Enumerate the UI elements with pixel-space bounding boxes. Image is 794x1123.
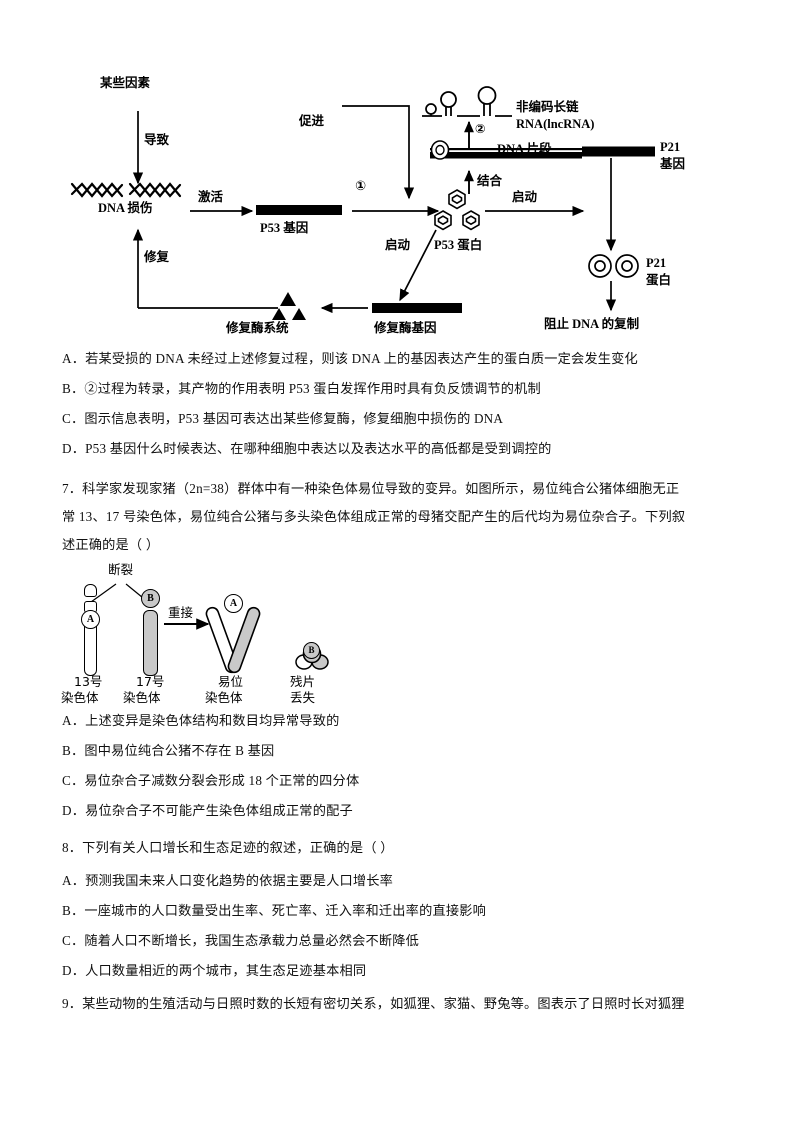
- caption-chr17-line2: 染色体: [123, 690, 161, 705]
- label-break: 断裂: [108, 562, 134, 577]
- label-p21-gene-line1: P21: [660, 140, 681, 154]
- q8-option-b: B．一座城市的人口数量受出生率、死亡率、迁入率和迁出率的直接影响: [62, 903, 487, 918]
- q7-stem-line-3: 述正确的是（ ）: [62, 537, 160, 552]
- label-rejoin: 重接: [168, 605, 194, 620]
- label-lncrna-line1: 非编码长链: [516, 100, 579, 114]
- label-block-replication: 阻止 DNA 的复制: [544, 317, 640, 331]
- label-p53-protein: P53 蛋白: [434, 238, 483, 252]
- q6-option-b: B．②过程为转录，其产物的作用表明 P53 蛋白发挥作用时具有负反馈调节的机制: [62, 381, 541, 396]
- chr17-body: [143, 610, 158, 676]
- label-p21-protein-line1: P21: [646, 256, 667, 270]
- q8-option-c: C．随着人口不断增长，我国生态承载力总量必然会不断降低: [62, 933, 420, 948]
- q8-option-d: D．人口数量相近的两个城市，其生态足迹基本相同: [62, 963, 367, 978]
- q7-stem-line-1: 7．科学家发现家猪（2n=38）群体中有一种染色体易位导致的变异。如图所示，易位…: [62, 481, 680, 496]
- label-some-factors: 某些因素: [100, 75, 151, 90]
- label-bind: 结合: [477, 173, 503, 188]
- caption-translocated-line1: 易位: [218, 674, 244, 689]
- gene-a-marker: A: [81, 610, 100, 629]
- q8-option-a: A．预测我国未来人口变化趋势的依据主要是人口增长率: [62, 873, 394, 888]
- label-step-2: ②: [475, 121, 486, 136]
- q7-option-c: C．易位杂合子减数分裂会形成 18 个正常的四分体: [62, 773, 360, 788]
- caption-translocated-line2: 染色体: [205, 690, 243, 705]
- caption-chr13-line2: 染色体: [61, 690, 99, 705]
- label-p21-gene-line2: 基因: [660, 157, 686, 171]
- label-p21-protein-line2: 蛋白: [646, 273, 672, 287]
- label-activate: 激活: [198, 189, 224, 204]
- caption-fragment-lost-line2: 丢失: [290, 690, 316, 705]
- caption-chr13-line1: 13号: [74, 674, 103, 689]
- label-causes: 导致: [144, 132, 170, 147]
- chromosome-translocation-graphics: [90, 583, 329, 674]
- label-start-right: 启动: [512, 189, 538, 204]
- label-dna-damage: DNA 损伤: [98, 201, 153, 215]
- p53-pathway-graphics: [70, 86, 655, 320]
- chr13-broken-fragment: [84, 584, 97, 597]
- q7-option-a: A．上述变异是染色体结构和数目均异常导致的: [62, 713, 340, 728]
- chromosome-translocation-figure: A B A B 断裂 重接 13号 染色体 17号 染色体 易位 染色体 残片 …: [60, 562, 370, 707]
- label-p53-gene: P53 基因: [260, 221, 309, 235]
- translocated-gene-a-marker: A: [224, 594, 243, 613]
- label-promote: 促进: [299, 113, 325, 128]
- q6-option-a: A．若某受损的 DNA 未经过上述修复过程，则该 DNA 上的基因表达产生的蛋白…: [62, 351, 638, 366]
- q7-option-d: D．易位杂合子不可能产生染色体组成正常的配子: [62, 803, 353, 818]
- label-repair-enzyme-gene: 修复酶基因: [374, 321, 437, 335]
- p53-pathway-figure: 某些因素 导致 DNA 损伤 修复 激活 P53 基因 ① ② 促进 非编码长链…: [60, 75, 735, 340]
- fragment-gene-b-marker: B: [303, 642, 320, 659]
- label-step-1: ①: [355, 179, 367, 194]
- label-start-left: 启动: [385, 237, 411, 252]
- label-lncrna-line2: RNA(lncRNA): [516, 117, 595, 131]
- q6-option-c: C．图示信息表明，P53 基因可表达出某些修复酶，修复细胞中损伤的 DNA: [62, 411, 504, 426]
- gene-b-marker: B: [141, 589, 160, 608]
- label-dna-fragment: DNA 片段: [497, 142, 552, 156]
- label-repair-enzyme-system: 修复酶系统: [226, 321, 289, 335]
- caption-chr17-line1: 17号: [136, 674, 165, 689]
- q7-option-b: B．图中易位纯合公猪不存在 B 基因: [62, 743, 275, 758]
- q7-stem-line-2: 常 13、17 号染色体，易位纯合公猪与多头染色体组成正常的母猪交配产生的后代均…: [62, 509, 686, 524]
- label-repair: 修复: [144, 249, 170, 264]
- q9-stem-line-1: 9．某些动物的生殖活动与日照时数的长短有密切关系，如狐狸、家猫、野兔等。图表示了…: [62, 996, 685, 1011]
- caption-fragment-lost-line1: 残片: [290, 674, 316, 689]
- q8-stem: 8．下列有关人口增长和生态足迹的叙述，正确的是（ ）: [62, 840, 394, 855]
- q6-option-d: D．P53 基因什么时候表达、在哪种细胞中表达以及表达水平的高低都是受到调控的: [62, 441, 552, 456]
